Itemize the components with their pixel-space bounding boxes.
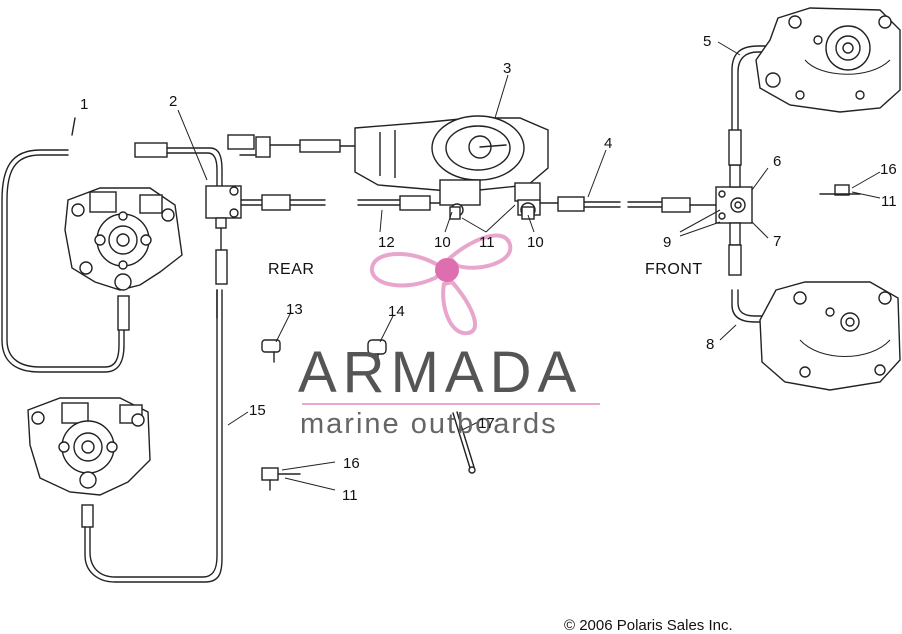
callout-16-lower: 16 bbox=[343, 455, 360, 472]
callout-11-valve: 11 bbox=[479, 234, 495, 251]
callout-10-left: 10 bbox=[434, 234, 451, 251]
clip-13 bbox=[261, 339, 281, 363]
switch-harness bbox=[227, 134, 361, 158]
callout-7: 7 bbox=[773, 233, 781, 250]
clip-14 bbox=[367, 339, 387, 363]
brake-line-2 bbox=[134, 142, 242, 229]
watermark-subtitle: marine outboards bbox=[300, 408, 558, 440]
callout-15: 15 bbox=[249, 402, 266, 419]
callout-11-front: 11 bbox=[881, 193, 897, 210]
bolt-17 bbox=[452, 411, 476, 474]
callout-11-lower: 11 bbox=[342, 487, 358, 504]
brake-line-12 bbox=[240, 194, 456, 211]
callout-1: 1 bbox=[80, 96, 88, 113]
rear-label: REAR bbox=[268, 261, 314, 278]
brake-line-1 bbox=[1, 117, 130, 373]
copyright-notice: © 2006 Polaris Sales Inc. bbox=[564, 617, 733, 634]
brake-line-8 bbox=[728, 244, 831, 323]
callout-16-front: 16 bbox=[880, 161, 897, 178]
rear-caliper-lower bbox=[27, 397, 151, 528]
brake-line-4 bbox=[539, 196, 717, 213]
bolts-10-11 bbox=[449, 206, 535, 220]
callout-3: 3 bbox=[503, 60, 511, 77]
callout-5: 5 bbox=[703, 33, 711, 50]
master-cylinder bbox=[354, 115, 549, 218]
watermark-propeller-icon bbox=[370, 233, 513, 336]
fastener-16-11-right bbox=[819, 184, 861, 196]
callout-12: 12 bbox=[378, 234, 395, 251]
rear-caliper-upper bbox=[64, 187, 183, 291]
callout-14: 14 bbox=[388, 303, 405, 320]
front-brake-tee bbox=[715, 164, 753, 246]
fastener-16-11-left bbox=[261, 467, 301, 491]
watermark-title: ARMADA bbox=[298, 340, 582, 405]
callout-13: 13 bbox=[286, 301, 303, 318]
callout-2: 2 bbox=[169, 93, 177, 110]
callout-9: 9 bbox=[663, 234, 671, 251]
front-caliper-upper bbox=[755, 7, 901, 113]
callout-10-right: 10 bbox=[527, 234, 544, 251]
callout-8: 8 bbox=[706, 336, 714, 353]
callout-6: 6 bbox=[773, 153, 781, 170]
front-label: FRONT bbox=[645, 261, 703, 278]
leader-lines bbox=[177, 41, 881, 491]
brake-line-15 bbox=[84, 224, 228, 583]
callout-17: 17 bbox=[478, 415, 495, 432]
callout-4: 4 bbox=[604, 135, 612, 152]
front-caliper-lower bbox=[759, 281, 901, 391]
